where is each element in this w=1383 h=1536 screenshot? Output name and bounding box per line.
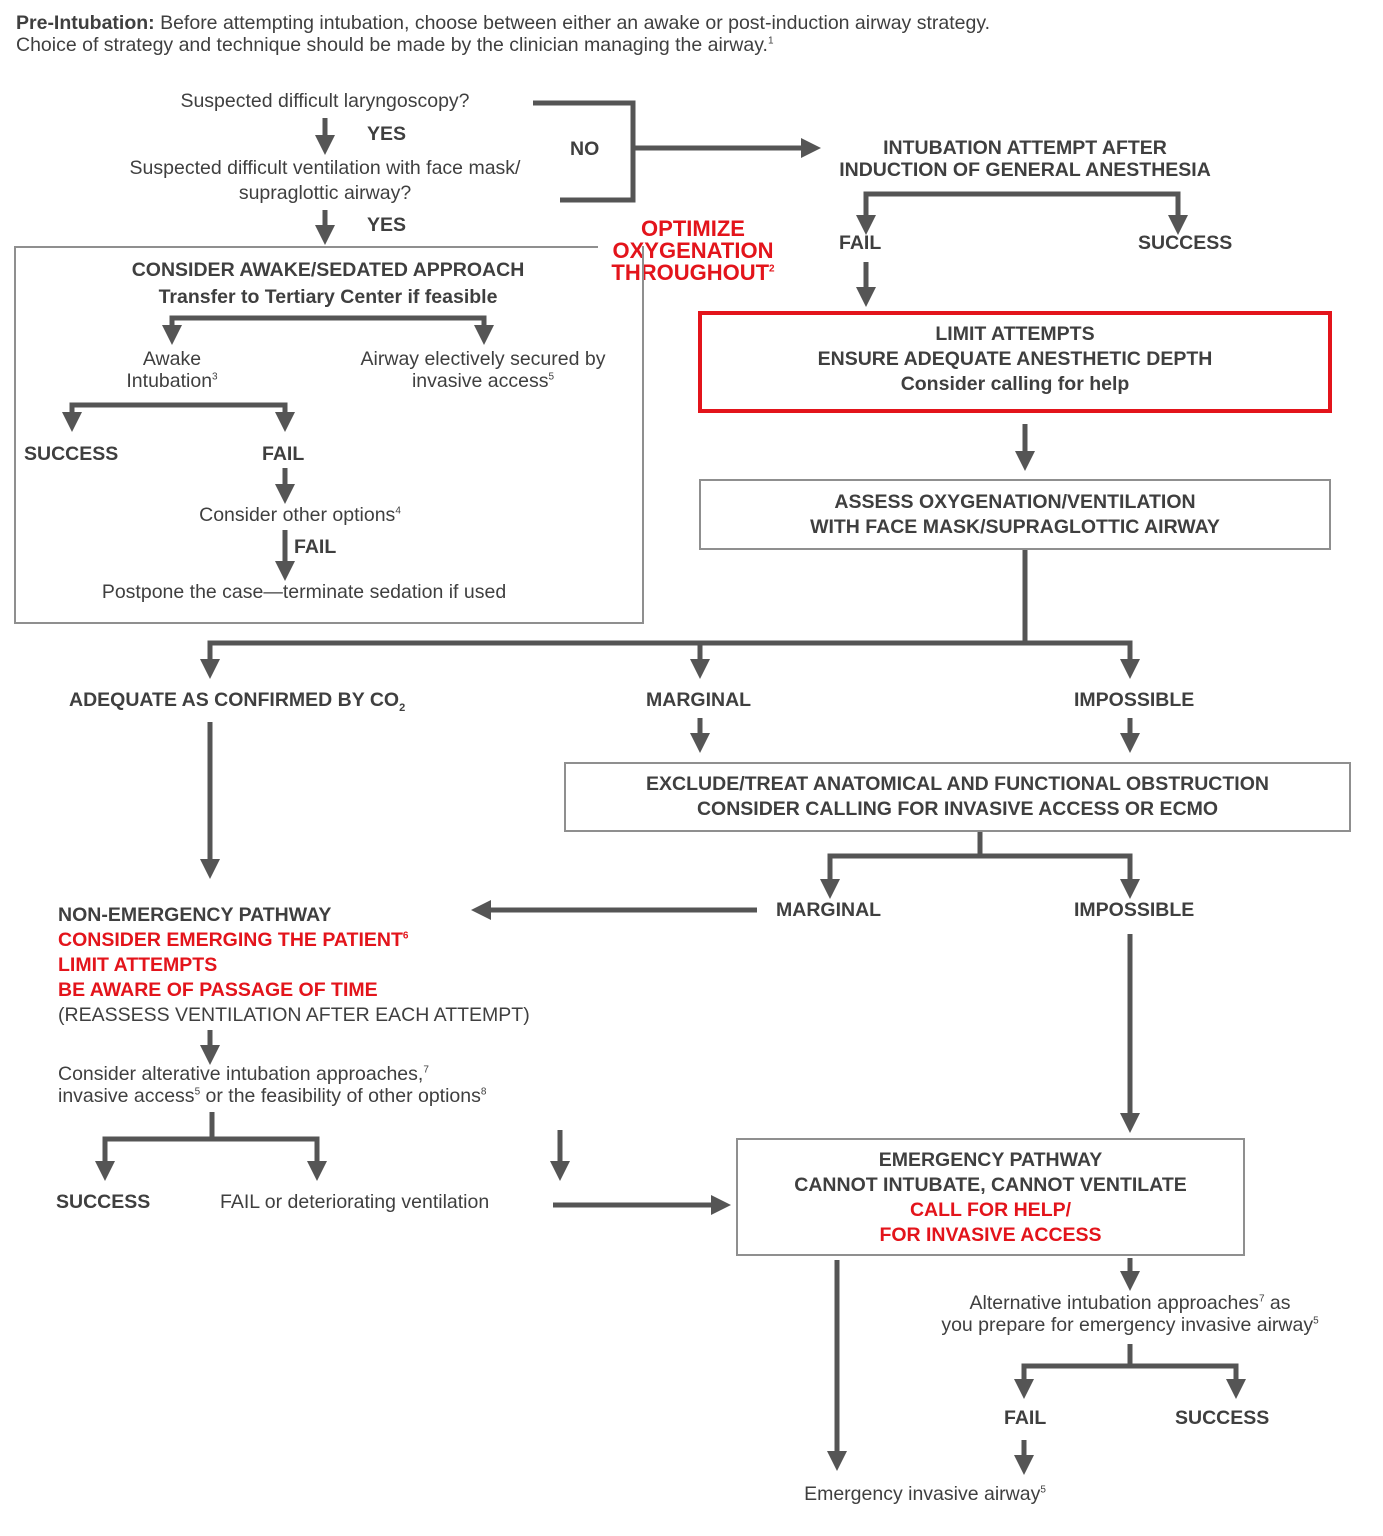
exclude-line-2: CONSIDER CALLING FOR INVASIVE ACCESS OR …: [696, 798, 1219, 820]
yes-label-1: YES: [367, 123, 407, 145]
emergency-box: [736, 1138, 1245, 1256]
intro-label: Pre-Intubation:: [16, 12, 155, 34]
question-ventilation-line-1: Suspected difficult ventilation with fac…: [129, 157, 521, 179]
alternative-line-1b: as: [1264, 1292, 1291, 1314]
consider-line-2a: invasive access: [58, 1085, 195, 1107]
awake-intubation-line-1: Awake: [142, 348, 202, 370]
limit-line-3: Consider calling for help: [900, 373, 1130, 395]
awake-box-top-border: [14, 246, 598, 248]
emergency-line-4: FOR INVASIVE ACCESS: [879, 1224, 1102, 1246]
postpone-case: Postpone the case—terminate sedation if …: [101, 581, 507, 603]
ref-4: 4: [395, 505, 401, 517]
assess-line-1: ASSESS OXYGENATION/VENTILATION: [834, 491, 1196, 513]
question-ventilation: Suspected difficult ventilation with fac…: [80, 156, 570, 206]
awake-subtitle: Transfer to Tertiary Center if feasible: [158, 286, 498, 308]
consider-line-2b: or the feasibility of other options: [200, 1085, 481, 1107]
ref-2: 2: [769, 263, 775, 275]
alternative-success: SUCCESS: [1175, 1407, 1270, 1429]
elective-line-2: invasive access: [411, 370, 549, 392]
consider-line-1: Consider alterative intubation approache…: [58, 1063, 424, 1085]
ref-5b: 5: [194, 1086, 201, 1098]
awake-approach-box: [14, 246, 644, 624]
alternative-fail: FAIL: [1004, 1407, 1047, 1429]
awake-title: CONSIDER AWAKE/SEDATED APPROACH: [131, 259, 525, 281]
emergency-invasive-airway: Emergency invasive airway5: [760, 1482, 1090, 1507]
non-emergency-title: NON-EMERGENCY PATHWAY: [58, 904, 332, 926]
question-ventilation-line-2: supraglottic airway?: [238, 182, 412, 204]
alternative-split: [1021, 1363, 1246, 1399]
consider-other-text: Consider other options: [199, 504, 396, 526]
assess-line-2: WITH FACE MASK/SUPRAGLOTTIC AIRWAY: [810, 516, 1220, 538]
consider-emerging: CONSIDER EMERGING THE PATIENT: [58, 929, 403, 951]
elective-line-1: Airway electively secured by: [360, 348, 606, 370]
reassess-note: (REASSESS VENTILATION AFTER EACH ATTEMPT…: [58, 1004, 530, 1026]
limit-attempts-box: [698, 311, 1332, 413]
ref-6: 6: [402, 930, 409, 942]
awake-intubation-label: Awake Intubation3: [92, 348, 252, 392]
impossible-label-2: IMPOSSIBLE: [1074, 899, 1195, 921]
awake-fail: FAIL: [262, 443, 305, 465]
induction-line-1: INTUBATION ATTEMPT AFTER: [883, 137, 1167, 159]
ref-5c: 5: [1313, 1315, 1319, 1327]
awake-intubation-line-2: Intubation: [126, 370, 213, 392]
non-emergency-red-2: LIMIT ATTEMPTS: [58, 954, 218, 976]
adequate-label: ADEQUATE AS CONFIRMED BY CO2: [69, 688, 405, 713]
emergency-line-3: CALL FOR HELP/: [909, 1199, 1072, 1221]
emergency-line-2: CANNOT INTUBATE, CANNOT VENTILATE: [794, 1174, 1187, 1196]
non-emergency-red-1: CONSIDER EMERGING THE PATIENT6: [58, 928, 408, 953]
ref-5: 5: [548, 371, 555, 383]
induction-line-2: INDUCTION OF GENERAL ANESTHESIA: [839, 159, 1211, 181]
ref-1: 1: [767, 35, 774, 47]
consider-other-options: Consider other options4: [150, 503, 450, 528]
impossible-label: IMPOSSIBLE: [1074, 689, 1195, 711]
ref-3: 3: [212, 371, 218, 383]
optimize-line-1: OPTIMIZE: [641, 216, 745, 241]
non-emergency-red-3: BE AWARE OF PASSAGE OF TIME: [58, 979, 378, 1001]
no-bracket: [533, 100, 636, 203]
induction-success: SUCCESS: [1138, 232, 1233, 254]
non-emergency-fail: FAIL or deteriorating ventilation: [220, 1191, 490, 1213]
alternative-approaches: Alternative intubation approaches7 as yo…: [890, 1292, 1370, 1336]
ref-7: 7: [423, 1064, 429, 1076]
induction-fail: FAIL: [839, 232, 882, 254]
awake-success: SUCCESS: [24, 443, 119, 465]
ref-7b: 7: [1258, 1293, 1265, 1305]
ref-8: 8: [480, 1086, 487, 1098]
emergency-line-1: EMERGENCY PATHWAY: [878, 1149, 1103, 1171]
yes-label-2: YES: [367, 214, 407, 236]
exclude-box: [564, 762, 1351, 832]
consider-split: [102, 1136, 327, 1181]
intro-line-2: Choice of strategy and technique should …: [16, 34, 768, 56]
emergency-airway-text: Emergency invasive airway: [804, 1483, 1041, 1505]
optimize-line-3: THROUGHOUT: [611, 260, 770, 285]
limit-line-1: LIMIT ATTEMPTS: [935, 323, 1095, 345]
alternative-line-2: you prepare for emergency invasive airwa…: [941, 1314, 1314, 1336]
adequate-text: ADEQUATE AS CONFIRMED BY CO: [69, 689, 400, 711]
awake-fail-2: FAIL: [294, 536, 337, 558]
assess-split: [207, 640, 1140, 679]
question-laryngoscopy: Suspected difficult laryngoscopy?: [180, 90, 470, 112]
assess-box: [699, 479, 1331, 550]
co2-subscript: 2: [399, 701, 406, 714]
consider-alternatives: Consider alterative intubation approache…: [58, 1063, 486, 1107]
optimize-oxygenation-label: OPTIMIZE OXYGENATION THROUGHOUT2: [595, 218, 791, 284]
marginal-label: MARGINAL: [646, 689, 752, 711]
non-emergency-success: SUCCESS: [56, 1191, 151, 1213]
no-label: NO: [570, 138, 600, 160]
limit-line-2: ENSURE ADEQUATE ANESTHETIC DEPTH: [817, 348, 1213, 370]
alternative-line-1: Alternative intubation approaches: [969, 1292, 1259, 1314]
exclude-split: [827, 853, 1140, 899]
exclude-line-1: EXCLUDE/TREAT ANATOMICAL AND FUNCTIONAL …: [646, 773, 1269, 795]
induction-label: INTUBATION ATTEMPT AFTER INDUCTION OF GE…: [800, 137, 1250, 181]
ref-5d: 5: [1040, 1484, 1046, 1496]
induction-branch: [863, 191, 1188, 235]
elective-airway-label: Airway electively secured by invasive ac…: [330, 348, 636, 392]
intro-line-1: Before attempting intubation, choose bet…: [160, 12, 991, 34]
optimize-line-2: OXYGENATION: [612, 238, 774, 263]
intro-text: Pre-Intubation: Before attempting intuba…: [16, 12, 990, 56]
marginal-label-2: MARGINAL: [776, 899, 882, 921]
